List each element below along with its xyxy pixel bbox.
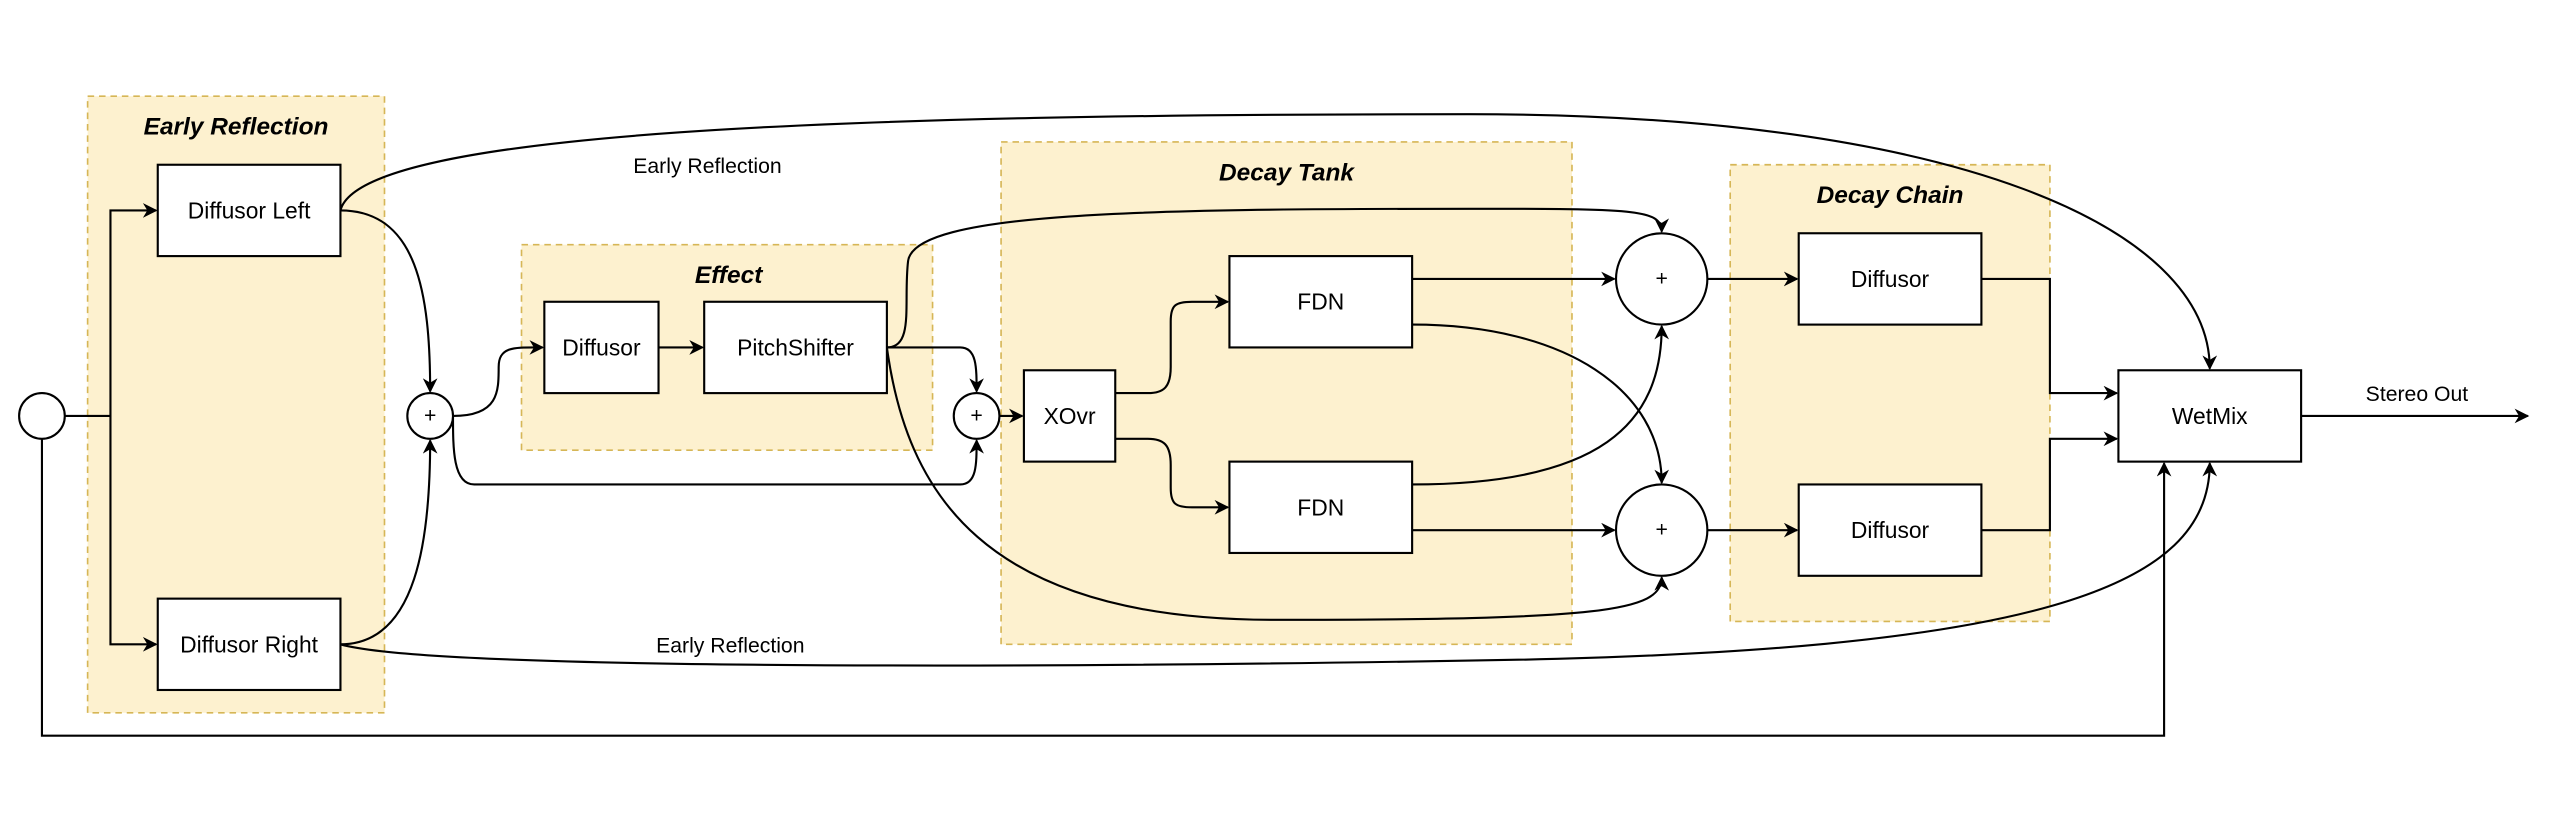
edge-early-reflection-top — [339, 113, 2218, 371]
edges — [40, 113, 2530, 737]
edge-pitchshifter-to-sum2 — [886, 346, 984, 393]
group-label-decay-chain: Decay Chain — [1817, 182, 1964, 209]
block-label: Diffusor — [562, 334, 641, 360]
block-label: Diffusor — [1851, 517, 1930, 543]
edge-label-early-reflection-top: Early Reflection — [633, 155, 781, 178]
sum-node-1[interactable]: + — [406, 392, 455, 440]
edge-xovr-to-fdn-top — [1115, 294, 1230, 395]
block-fdn-top[interactable]: FDN — [1228, 255, 1414, 349]
input-node[interactable] — [18, 392, 66, 440]
edge-pitchshifter-to-sum3 — [886, 207, 1670, 349]
sum-node-3[interactable]: + — [1614, 232, 1709, 326]
block-label: FDN — [1297, 494, 1344, 520]
plus-icon: + — [424, 404, 436, 427]
edge-fdn-top-to-sum4 — [1412, 323, 1670, 485]
block-label: Diffusor Right — [180, 631, 319, 657]
block-label: PitchShifter — [737, 334, 854, 360]
plus-icon: + — [970, 404, 982, 427]
edge-early-reflection-bottom — [340, 461, 2218, 667]
edge-sum1-to-sum2 — [451, 415, 984, 486]
group-label-decay-tank: Decay Tank — [1219, 159, 1355, 186]
edge-label-early-reflection-bottom: Early Reflection — [656, 634, 804, 657]
edge-dry-to-wetmix — [40, 438, 2172, 737]
edge-diffusor-right-to-sum1 — [340, 438, 438, 646]
block-chain-diffusor-bottom[interactable]: Diffusor — [1797, 483, 1983, 577]
edge-pitchshifter-to-sum4 — [885, 347, 1670, 621]
block-effect-diffusor[interactable]: Diffusor — [543, 300, 660, 395]
edge-input-to-diffusor-right — [109, 415, 158, 652]
edge-fdn-bottom-to-sum3 — [1412, 324, 1670, 486]
block-label: Diffusor — [1851, 266, 1930, 292]
block-wetmix[interactable]: WetMix — [2117, 369, 2303, 463]
edge-chain-diffusor-top-to-wetmix — [1981, 277, 2119, 401]
edge-xovr-to-fdn-bottom — [1115, 437, 1230, 515]
block-pitch-shifter[interactable]: PitchShifter — [703, 300, 888, 395]
edge-diffusor-left-to-sum1 — [340, 209, 438, 393]
block-label: XOvr — [1044, 403, 1096, 429]
block-xovr[interactable]: XOvr — [1022, 369, 1117, 463]
block-diffusor-left[interactable]: Diffusor Left — [156, 163, 342, 258]
sum-node-2[interactable]: + — [952, 392, 1001, 440]
edge-chain-diffusor-bottom-to-wetmix — [1981, 431, 2119, 532]
edge-input-to-diffusor-left — [109, 203, 158, 416]
block-chain-diffusor-top[interactable]: Diffusor — [1797, 232, 1983, 326]
block-label: WetMix — [2172, 403, 2248, 429]
edge-sum1-to-diffusor — [452, 340, 545, 418]
edge-label-stereo-out: Stereo Out — [2366, 383, 2469, 406]
sum-node-4[interactable]: + — [1614, 483, 1709, 577]
plus-icon: + — [1656, 267, 1668, 290]
group-label-effect: Effect — [695, 262, 763, 289]
block-label: Diffusor Left — [188, 197, 311, 223]
block-label: FDN — [1297, 289, 1344, 315]
block-diffusor-right[interactable]: Diffusor Right — [156, 597, 342, 692]
plus-icon: + — [1656, 519, 1668, 542]
group-label-early-reflection: Early Reflection — [144, 114, 329, 141]
block-fdn-bottom[interactable]: FDN — [1228, 460, 1414, 555]
